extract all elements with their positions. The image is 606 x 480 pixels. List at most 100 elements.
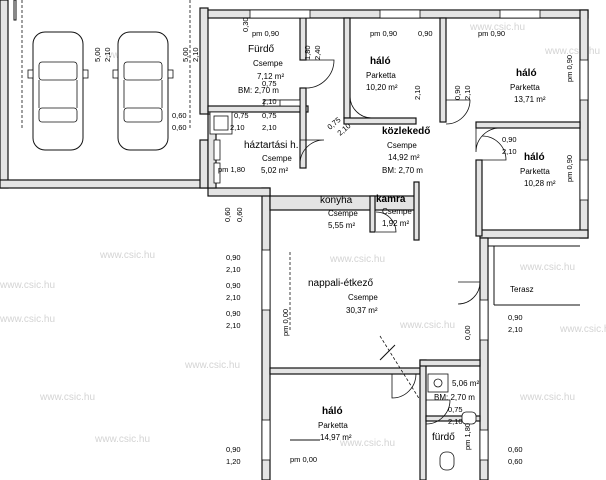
dim-label: 2,10: [508, 325, 523, 334]
dim-label: 1,20: [226, 457, 241, 466]
wall-furdo2-mid: [425, 415, 481, 422]
dim-label: 2,10: [413, 85, 422, 100]
reference-lines: [289, 252, 421, 441]
dim-label: pm 0,90: [478, 29, 505, 38]
garage-wall-right: [199, 7, 209, 115]
garage: 5,00 2,10 5,00 2,10 0,60 0,60: [0, 0, 213, 189]
dim-label: pm 0,90: [565, 55, 574, 82]
wall-right-step: [479, 229, 589, 239]
garage-door-jamb: [13, 0, 17, 21]
room-area: 5,02 m²: [261, 166, 288, 175]
watermark: www.csic.hu: [329, 254, 385, 265]
room-area: 1,92 m²: [382, 219, 409, 228]
garage-wall-left: [0, 0, 9, 189]
room-floor: Csempe: [348, 293, 378, 302]
room-area: 5,06 m²: [452, 379, 479, 388]
stair-block: [213, 162, 221, 184]
watermark: www.csic.hu: [399, 320, 455, 331]
wall-right-lower: [479, 237, 489, 480]
dim-label: pm 1,80: [218, 165, 245, 174]
dim-label: 0,90: [226, 253, 241, 262]
dim-label: 0,60: [172, 123, 187, 132]
door-swing: [425, 399, 451, 425]
dim-label: 2,40: [313, 45, 322, 60]
room-name: háló: [322, 406, 343, 417]
stair-block: [213, 115, 229, 131]
room-area: 7,12 m²: [257, 72, 284, 81]
dim-label: 0,60: [508, 457, 523, 466]
door-swing: [481, 135, 507, 161]
window: [261, 249, 271, 311]
watermark: www.csic.hu: [469, 22, 525, 33]
dim-label: 5,00: [181, 47, 190, 62]
door-leaf: [379, 344, 396, 361]
reference-line: [379, 335, 421, 401]
toilet-icon: [439, 451, 455, 471]
terrace: [488, 245, 580, 306]
dim-label: 2,10: [262, 97, 277, 106]
room-floor: Csempe: [328, 209, 358, 218]
room-floor: Csempe: [253, 59, 283, 68]
dim-label: 0,75: [448, 405, 463, 414]
door-swing: [391, 373, 417, 399]
door-swing: [299, 139, 325, 165]
room-name: nappali-étkező: [308, 278, 373, 289]
dim-label: 0,90: [226, 309, 241, 318]
room-name: háló: [370, 56, 391, 67]
dim-label: 0,90: [418, 29, 433, 38]
room-floor: Parketta: [510, 83, 540, 92]
room-height: BM: 2,70 m: [382, 166, 423, 175]
room-name: Fürdő: [248, 44, 275, 55]
windows: [249, 9, 589, 461]
watermark: www.csic.hu: [339, 438, 395, 449]
bath-fixtures: [427, 373, 477, 471]
room-height: BM: 2,70 m: [238, 86, 279, 95]
dim-label: 2,10: [226, 293, 241, 302]
door-swing: [375, 211, 397, 233]
wall-furdo2-left: [419, 359, 427, 480]
room-name: fürdő: [432, 432, 455, 443]
room-floor: Csempe: [387, 141, 417, 150]
car-icon: [112, 31, 174, 151]
room-floor: Parketta: [318, 421, 348, 430]
door-swing: [305, 59, 335, 89]
dim-label: 0,75: [234, 111, 249, 120]
room-floor: Parketta: [366, 71, 396, 80]
dim-label: 0,60: [508, 445, 523, 454]
dim-label: pm 0,90: [370, 29, 397, 38]
door-swing: [457, 281, 481, 305]
watermark: www.csic.hu: [544, 46, 600, 57]
room-area: 10,28 m²: [524, 179, 556, 188]
dim-label: 0,75: [262, 79, 277, 88]
door-swing: [475, 127, 501, 153]
dim-label: 0,75: [262, 111, 277, 120]
wall-halo4-top: [269, 367, 421, 375]
wall-furdo2-top: [419, 359, 481, 367]
stair-detail: [209, 99, 301, 184]
wall-step: [207, 187, 271, 197]
sink-icon: [427, 373, 449, 393]
watermark: www.csic.hu: [39, 392, 95, 403]
dim-label: pm 0,90: [565, 155, 574, 182]
dim-label: 0,60: [235, 207, 244, 222]
dim-label: 2,10: [230, 123, 245, 132]
stair-block: [213, 139, 221, 161]
wall-kamra-left: [369, 195, 376, 233]
room-name: közlekedő: [382, 126, 430, 137]
dim-label: 0,60: [172, 111, 187, 120]
window: [479, 299, 489, 341]
watermark: www.csic.hu: [559, 324, 606, 335]
sink-icon: [433, 378, 443, 388]
dim-label: 0,90: [502, 135, 517, 144]
room-floor: Csempe: [382, 207, 412, 216]
dim-label: pm 0,00: [290, 455, 317, 464]
watermark: www.csic.hu: [519, 262, 575, 273]
window: [379, 9, 421, 19]
dim-label: 0,30: [241, 17, 250, 32]
room-name: háztartási h.: [244, 140, 298, 151]
watermark: www.csic.hu: [0, 280, 55, 291]
room-name: kamra: [376, 194, 406, 205]
dim-label: 0,90: [508, 313, 523, 322]
watermark: www.csic.hu: [99, 250, 155, 261]
car-icon: [27, 31, 89, 151]
